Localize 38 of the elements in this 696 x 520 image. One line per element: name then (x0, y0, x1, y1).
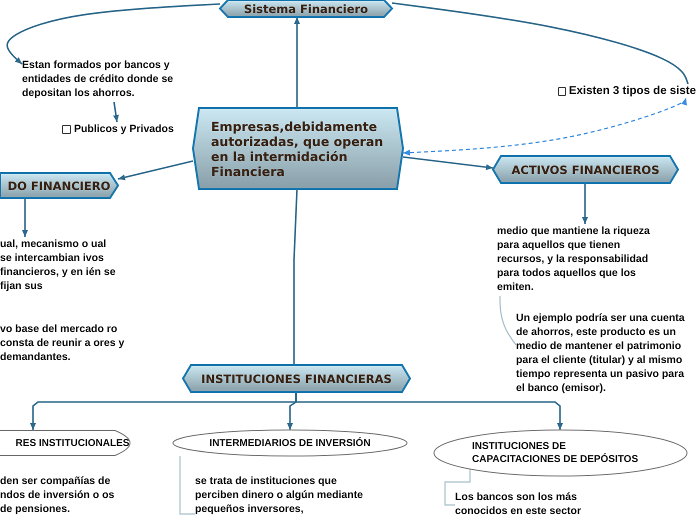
note-text: medio que mantiene la riqueza para aquellos que tienen recursos, y la responsabilidad para todos aquellos que los emiten. (497, 224, 651, 294)
topic-hexagon (183, 365, 410, 392)
connector (179, 456, 195, 515)
category-ellipse (434, 430, 687, 476)
connector (402, 156, 494, 170)
connector (499, 296, 516, 346)
topic-label: INSTITUCIONES FINANCIERAS (201, 372, 392, 386)
note-text: den ser compañías de ndos de inversión o os de pensiones. (0, 474, 116, 516)
connector (113, 102, 119, 122)
note-text: se trata de instituciones que perciben dinero o algún mediante pequeños inversores, (195, 474, 364, 516)
topic-label: DO FINANCIERO (8, 178, 110, 192)
connector (118, 160, 194, 180)
category-label: RES INSTITUCIONALES (16, 436, 130, 450)
note-text: ual, mecanismo o ual se intercambian ivos financieros, y en ién se fijan sus (0, 237, 116, 293)
topic-label: ACTIVOS FINANCIEROS (512, 162, 660, 176)
connector (392, 2, 689, 84)
connector (295, 392, 563, 430)
dashed-connector (402, 98, 687, 156)
category-label: INTERMEDIARIOS DE INVERSIÓN (209, 436, 371, 450)
note-text: Publicos y Privados (74, 122, 174, 136)
connector (582, 183, 588, 224)
connector (444, 468, 471, 506)
connector (6, 3, 220, 65)
connector (294, 17, 300, 108)
connector (22, 198, 28, 237)
note-text: Un ejemplo podría ser una cuenta de ahorros, este producto es un medio de mantener el patrimonio para el cliente (titular) y al mismo tiempo representa un pasivo para el banco (emisor). (516, 311, 686, 395)
note-text: Estan formados por bancos y entidades de crédito donde se depositan los ahorros. (22, 58, 174, 100)
category-ellipse (173, 430, 407, 456)
note-text: Existen 3 tipos de siste (568, 84, 696, 98)
topic-hexagon (220, 0, 392, 17)
category-label: INSTITUCIONES DE CAPACITACIONES DE DEPÓSITOS (472, 440, 640, 466)
note-text: vo base del mercado ro consta de reunir a ores y demandantes. (0, 322, 126, 364)
topic-label: Sistema Financiero (244, 2, 368, 16)
central-topic: Empresas,debidamente autorizadas, que operan en la intermidación Financiera (211, 118, 384, 178)
topic-hexagon (493, 156, 678, 183)
note-text: Los bancos son los más conocidos en este sector (455, 490, 582, 518)
topic-hexagon (0, 173, 118, 198)
connector (293, 188, 298, 365)
